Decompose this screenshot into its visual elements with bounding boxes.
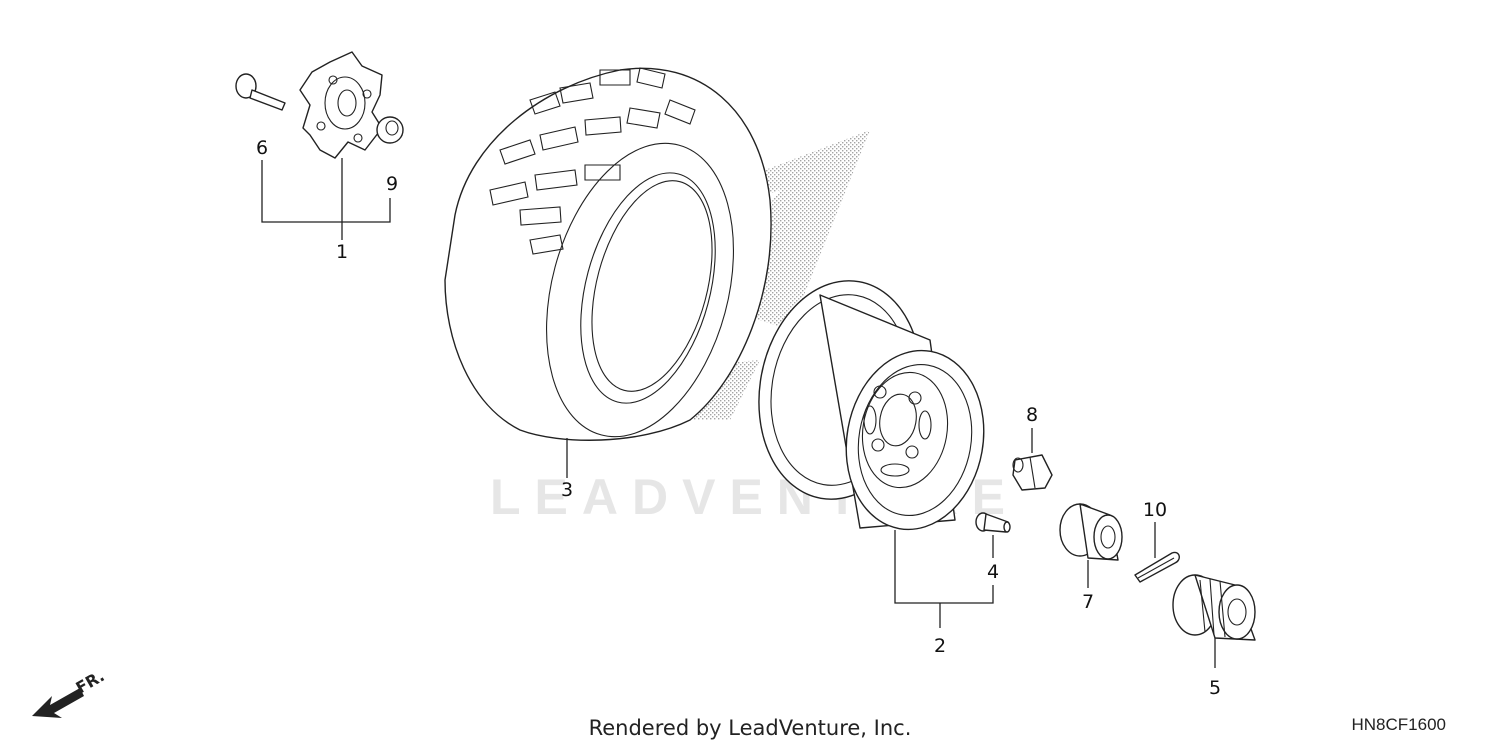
callout-10[interactable]: 10 <box>1143 499 1167 521</box>
callout-5[interactable]: 5 <box>1209 677 1221 699</box>
hub-cap[interactable] <box>1172 574 1256 641</box>
callout-7[interactable]: 7 <box>1082 591 1094 613</box>
callout-2[interactable]: 2 <box>934 635 946 657</box>
tire[interactable] <box>444 67 772 458</box>
castle-nut[interactable] <box>1059 503 1123 561</box>
hub-bolt[interactable] <box>235 73 286 111</box>
callout-3[interactable]: 3 <box>561 479 573 501</box>
callout-8[interactable]: 8 <box>1026 404 1038 426</box>
wheel-nut[interactable] <box>1012 454 1053 491</box>
callout-9[interactable]: 9 <box>386 173 398 195</box>
callout-6[interactable]: 6 <box>256 137 268 159</box>
hub-collar[interactable] <box>376 116 404 144</box>
rendered-by-caption: Rendered by LeadVenture, Inc. <box>588 716 912 740</box>
leader-2 <box>894 530 994 604</box>
diagram-code: HN8CF1600 <box>1351 715 1447 734</box>
wheel-rim[interactable] <box>742 268 997 541</box>
callout-4[interactable]: 4 <box>987 561 999 583</box>
valve-stem[interactable] <box>975 512 1011 533</box>
leader-6 <box>261 160 391 223</box>
front-direction-arrow-icon <box>32 688 84 718</box>
cotter-pin[interactable] <box>1134 551 1180 583</box>
wheel-hub[interactable] <box>299 51 383 159</box>
callout-1[interactable]: 1 <box>336 241 348 263</box>
